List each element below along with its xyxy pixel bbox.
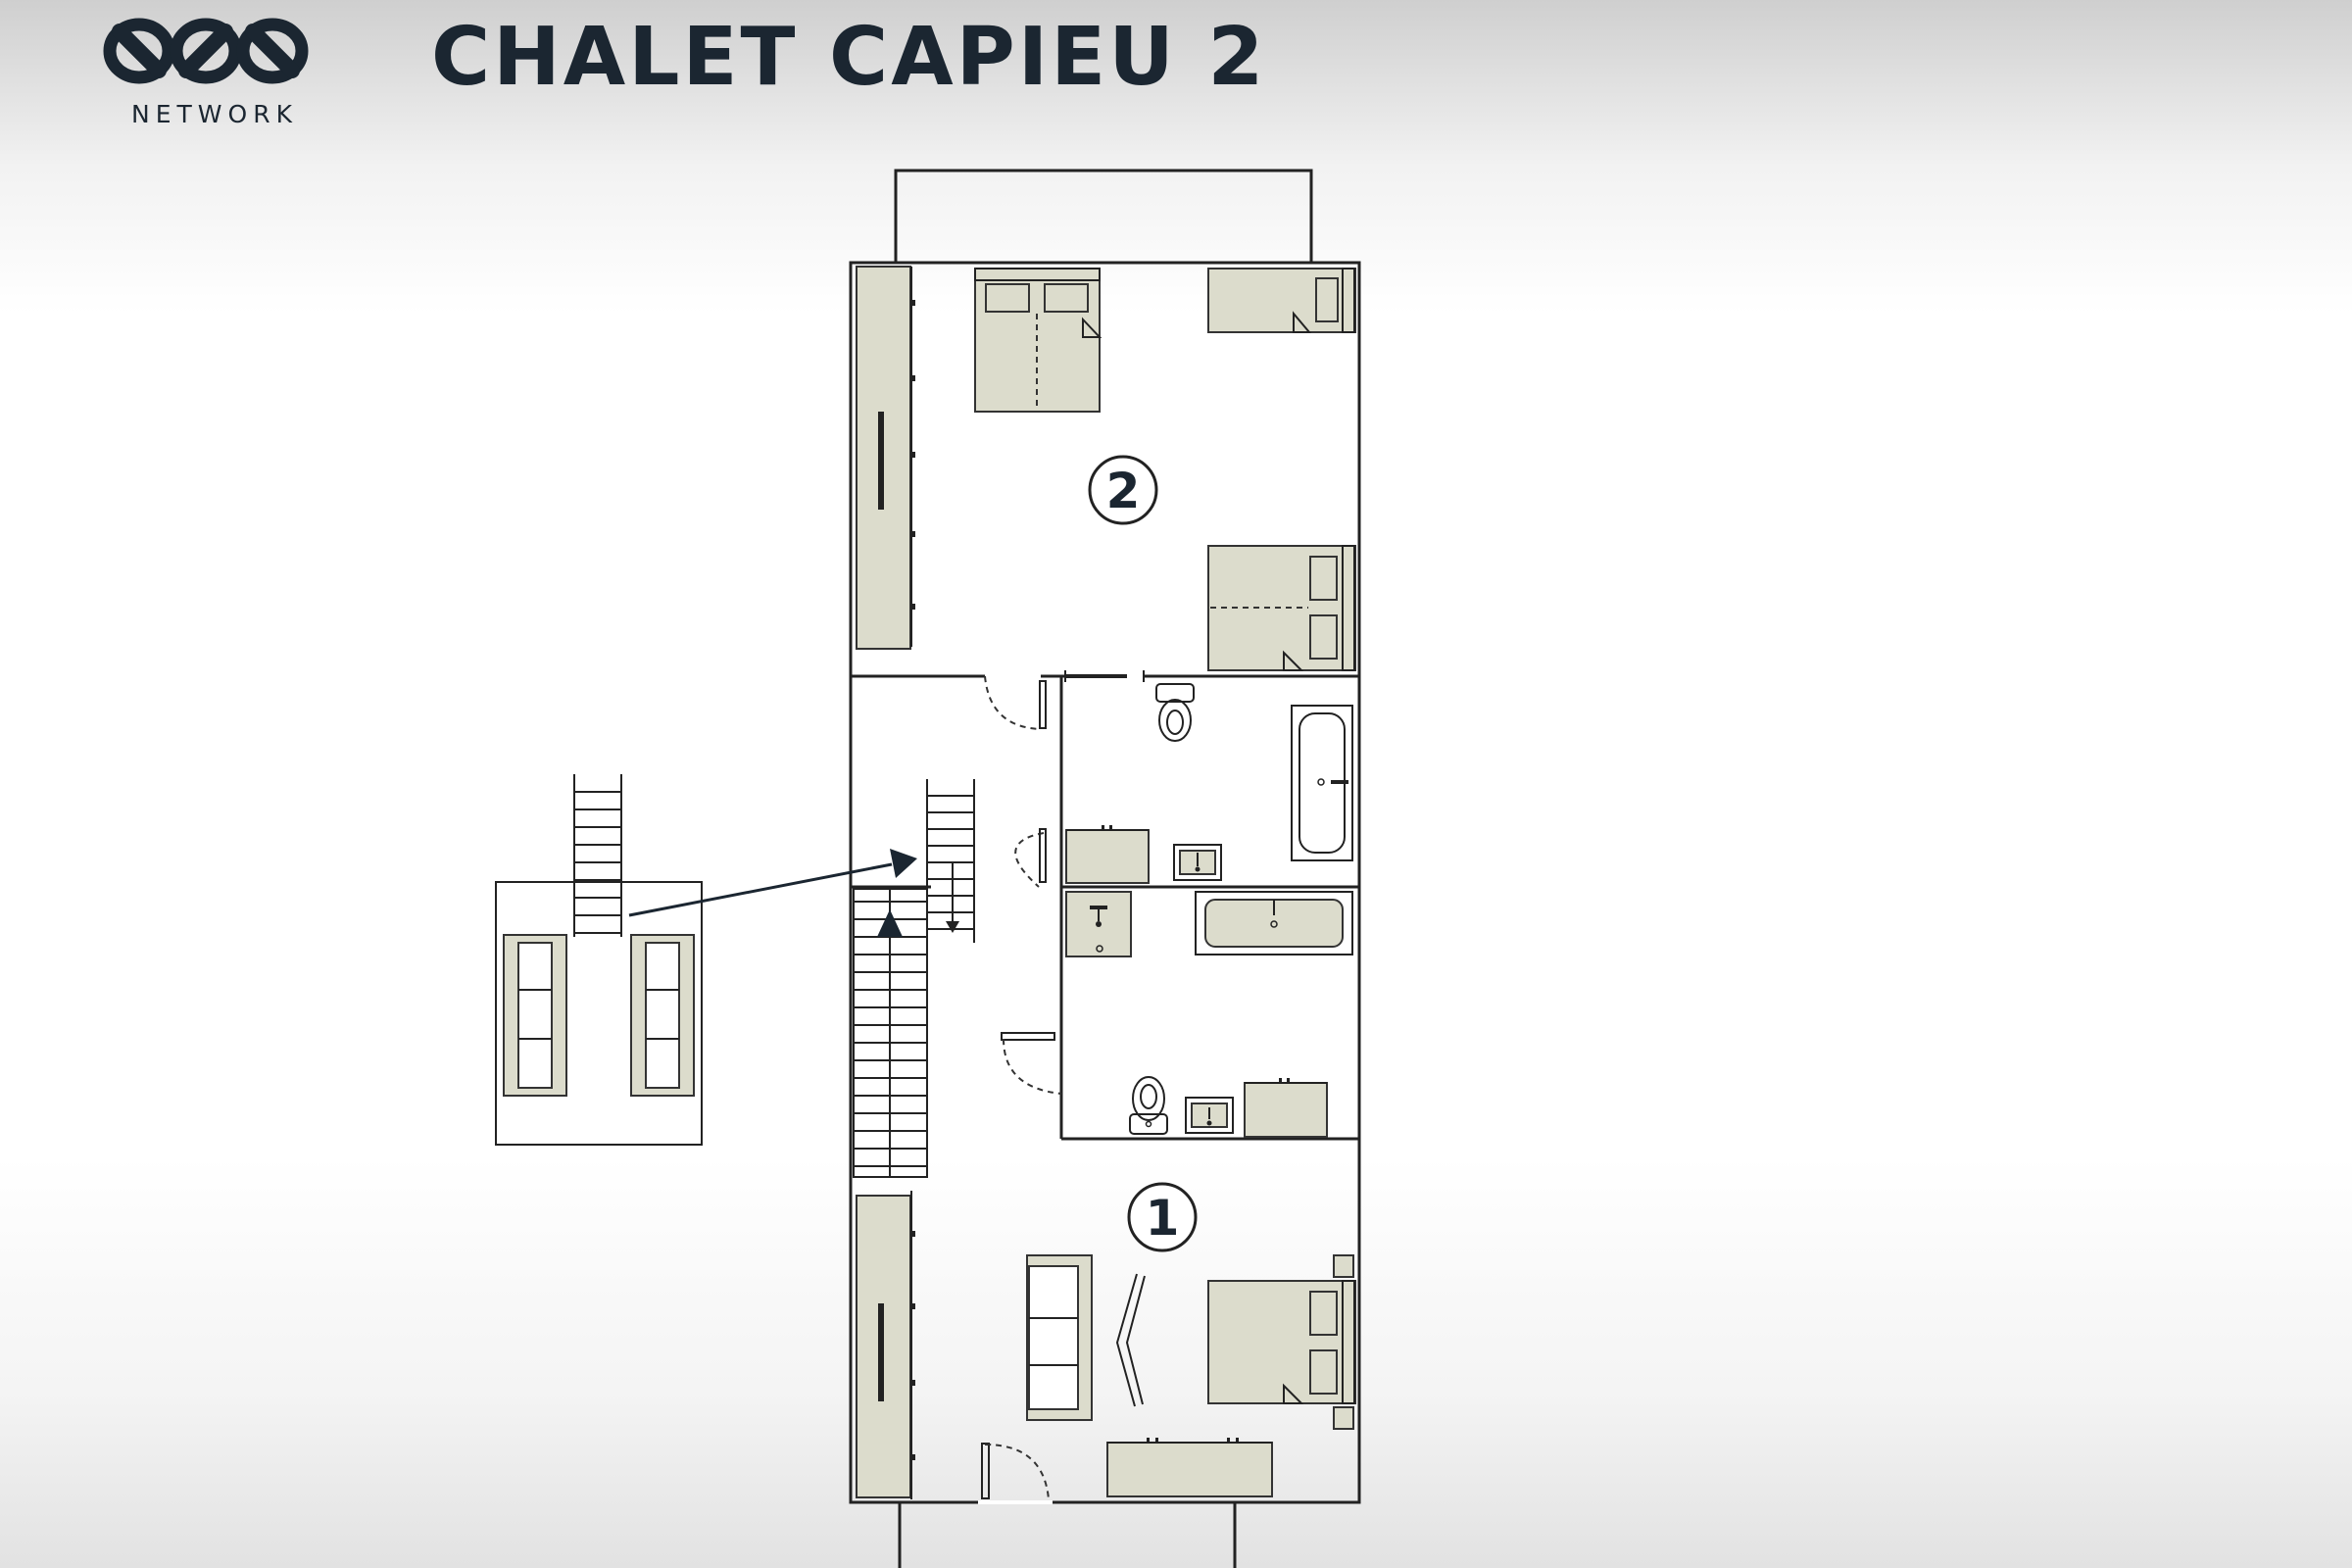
toilet-2-icon bbox=[1129, 1076, 1168, 1135]
double-bed bbox=[974, 268, 1102, 413]
room-marker-2: 2 bbox=[1088, 455, 1158, 525]
arrow-icon bbox=[628, 862, 893, 917]
svg-text:2: 2 bbox=[1106, 463, 1141, 519]
mezzanine-inset bbox=[495, 774, 917, 1146]
tv-2-icon bbox=[878, 1303, 884, 1401]
outer-wall bbox=[849, 261, 1361, 1504]
vanity-counter-2 bbox=[1244, 1082, 1328, 1138]
balcony-top bbox=[894, 169, 1313, 265]
page-title: CHALET CAPIEU 2 bbox=[431, 11, 1267, 104]
bathroom-lower bbox=[1001, 891, 1353, 1138]
sink-2-icon bbox=[1185, 1097, 1234, 1134]
single-bed bbox=[1207, 268, 1356, 333]
svg-text:1: 1 bbox=[1146, 1190, 1180, 1247]
sink-icon bbox=[1173, 844, 1222, 881]
bathtub-2-icon bbox=[1195, 891, 1353, 956]
toilet-icon bbox=[1155, 683, 1195, 742]
bathtub-icon bbox=[1291, 705, 1353, 861]
desk bbox=[1106, 1438, 1273, 1497]
double-bed-2 bbox=[1207, 545, 1356, 671]
sofa bbox=[1026, 1254, 1093, 1421]
bedroom-2: 2 bbox=[856, 266, 1356, 671]
mezzanine-bed-1 bbox=[503, 934, 567, 1097]
room-divider bbox=[1115, 1273, 1146, 1407]
door-entry bbox=[978, 1443, 1053, 1504]
interior-walls bbox=[851, 674, 1359, 1141]
brand-logo: NETWORK bbox=[98, 10, 323, 128]
shower-icon bbox=[1065, 891, 1132, 957]
mezzanine-bed-2 bbox=[630, 934, 695, 1097]
bedroom-1: 1 bbox=[856, 1182, 1356, 1504]
staircase bbox=[853, 888, 928, 1178]
room-marker-1: 1 bbox=[1127, 1182, 1198, 1252]
ladder bbox=[926, 779, 975, 943]
door-bedroom-2 bbox=[984, 675, 1047, 730]
bathroom-upper bbox=[1014, 670, 1353, 888]
vanity-counter bbox=[1065, 829, 1150, 884]
logo-mark-icon bbox=[103, 18, 309, 84]
tv-icon bbox=[878, 412, 884, 510]
sliding-door bbox=[1064, 670, 1145, 682]
balcony-bottom bbox=[898, 1502, 1237, 1568]
double-bed-3 bbox=[1207, 1254, 1356, 1430]
logo-wordmark: NETWORK bbox=[131, 100, 298, 128]
door-bathroom-lower bbox=[1001, 1032, 1062, 1095]
